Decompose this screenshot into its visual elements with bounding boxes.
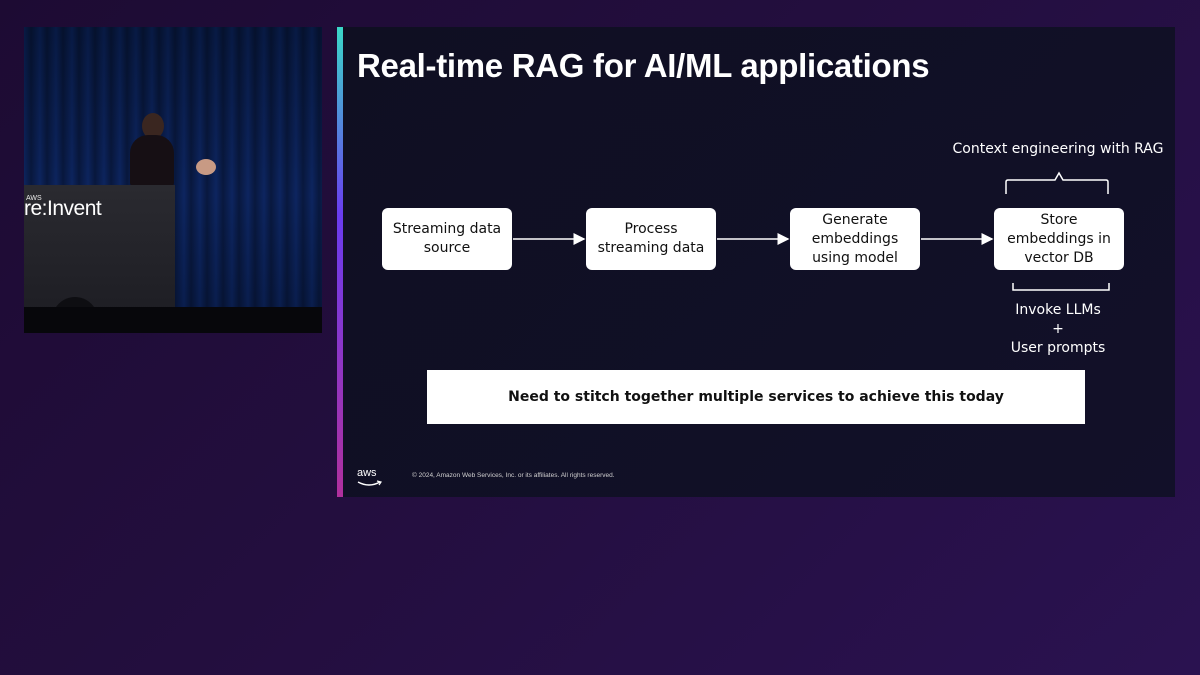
- step-process-stream: Process streaming data: [586, 208, 716, 270]
- step-store-vector-db: Store embeddings in vector DB: [994, 208, 1124, 270]
- step-streaming-source: Streaming data source: [382, 208, 512, 270]
- top-bracket: [1005, 171, 1109, 194]
- aws-smile-icon: [357, 480, 382, 486]
- invoke-llms-label: Invoke LLMs: [1015, 302, 1101, 318]
- presentation-slide: Real-time RAG for AI/ML applications Con…: [337, 27, 1175, 497]
- bottom-bracket: [1012, 283, 1110, 291]
- step-generate-embeddings: Generate embeddings using model: [790, 208, 920, 270]
- copyright-notice: © 2024, Amazon Web Services, Inc. or its…: [412, 472, 615, 479]
- presenter-head: [142, 113, 164, 139]
- presenter-hand: [196, 159, 216, 175]
- flow-connectors: [513, 171, 1110, 291]
- slide-accent-bar: [337, 27, 343, 497]
- callout-text: Need to stitch together multiple service…: [508, 389, 1004, 405]
- callout-box: Need to stitch together multiple service…: [427, 370, 1085, 424]
- step-label: Generate embeddings using model: [811, 211, 899, 266]
- aws-logo: aws: [357, 467, 377, 479]
- presenter-body: [130, 135, 174, 187]
- podium-logo: re:Invent: [24, 197, 102, 220]
- speaker-video-feed: AWS re:Invent: [24, 27, 322, 333]
- step-label: Process streaming data: [597, 221, 705, 256]
- user-prompts-label: User prompts: [1010, 340, 1106, 356]
- context-engineering-caption: Context engineering with RAG: [952, 141, 1164, 157]
- stage-floor: [24, 307, 322, 333]
- plus-label: +: [1052, 321, 1064, 337]
- podium-brand-small: AWS: [26, 195, 42, 202]
- slide-title: Real-time RAG for AI/ML applications: [357, 47, 930, 84]
- step-label: Streaming data source: [392, 221, 502, 256]
- step-label: Store embeddings in vector DB: [1007, 211, 1111, 266]
